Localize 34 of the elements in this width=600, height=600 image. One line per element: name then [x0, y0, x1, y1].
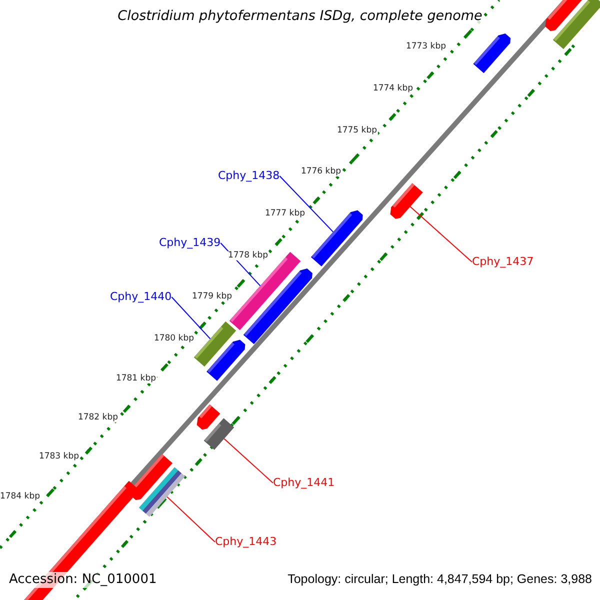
tick-label: 1776 kbp — [300, 167, 342, 177]
tick-label: 1782 kbp — [76, 413, 119, 423]
gene-bar — [138, 467, 186, 517]
gene-bar — [196, 404, 220, 430]
tick-label: 1777 kbp — [264, 209, 306, 219]
leader-line — [171, 296, 211, 340]
tick-label: 1774 kbp — [372, 84, 414, 94]
tick-label: 1780 kbp — [152, 334, 195, 344]
gene-bar — [545, 0, 582, 32]
leader-line — [224, 438, 274, 484]
tick-label: 1775 kbp — [336, 126, 378, 136]
leader-line — [410, 206, 472, 262]
gene-bar — [206, 340, 246, 381]
gene-label: Cphy_1441 — [273, 476, 335, 490]
gene-bar — [243, 268, 312, 344]
tick-label: 1783 kbp — [38, 452, 80, 462]
gene-bar — [552, 0, 600, 50]
leader-line — [166, 496, 216, 542]
tick-label: 1778 kbp — [226, 251, 269, 261]
tick-label: 1773 kbp — [404, 42, 447, 52]
gene-label: Cphy_1440 — [110, 290, 172, 304]
gene-label: Cphy_1438 — [218, 170, 280, 182]
leader-line — [279, 176, 334, 232]
gene-label: Cphy_1437 — [472, 256, 534, 268]
gene-bar — [310, 210, 363, 266]
gene-bar — [390, 183, 423, 219]
gene-bar — [473, 34, 511, 74]
tick-label: 1781 kbp — [114, 374, 157, 384]
title: Clostridium phytofermentans ISDg, complete genome — [118, 9, 482, 24]
gene-label: Cphy_1443 — [215, 536, 277, 548]
tick-label: 1784 kbp — [0, 492, 41, 502]
genome-summary: Topology: circular; Length: 4,847,594 bp; Genes: 3,988 — [288, 573, 592, 587]
gene-label: Cphy_1439 — [159, 236, 221, 250]
tick-label: 1779 kbp — [190, 292, 233, 302]
